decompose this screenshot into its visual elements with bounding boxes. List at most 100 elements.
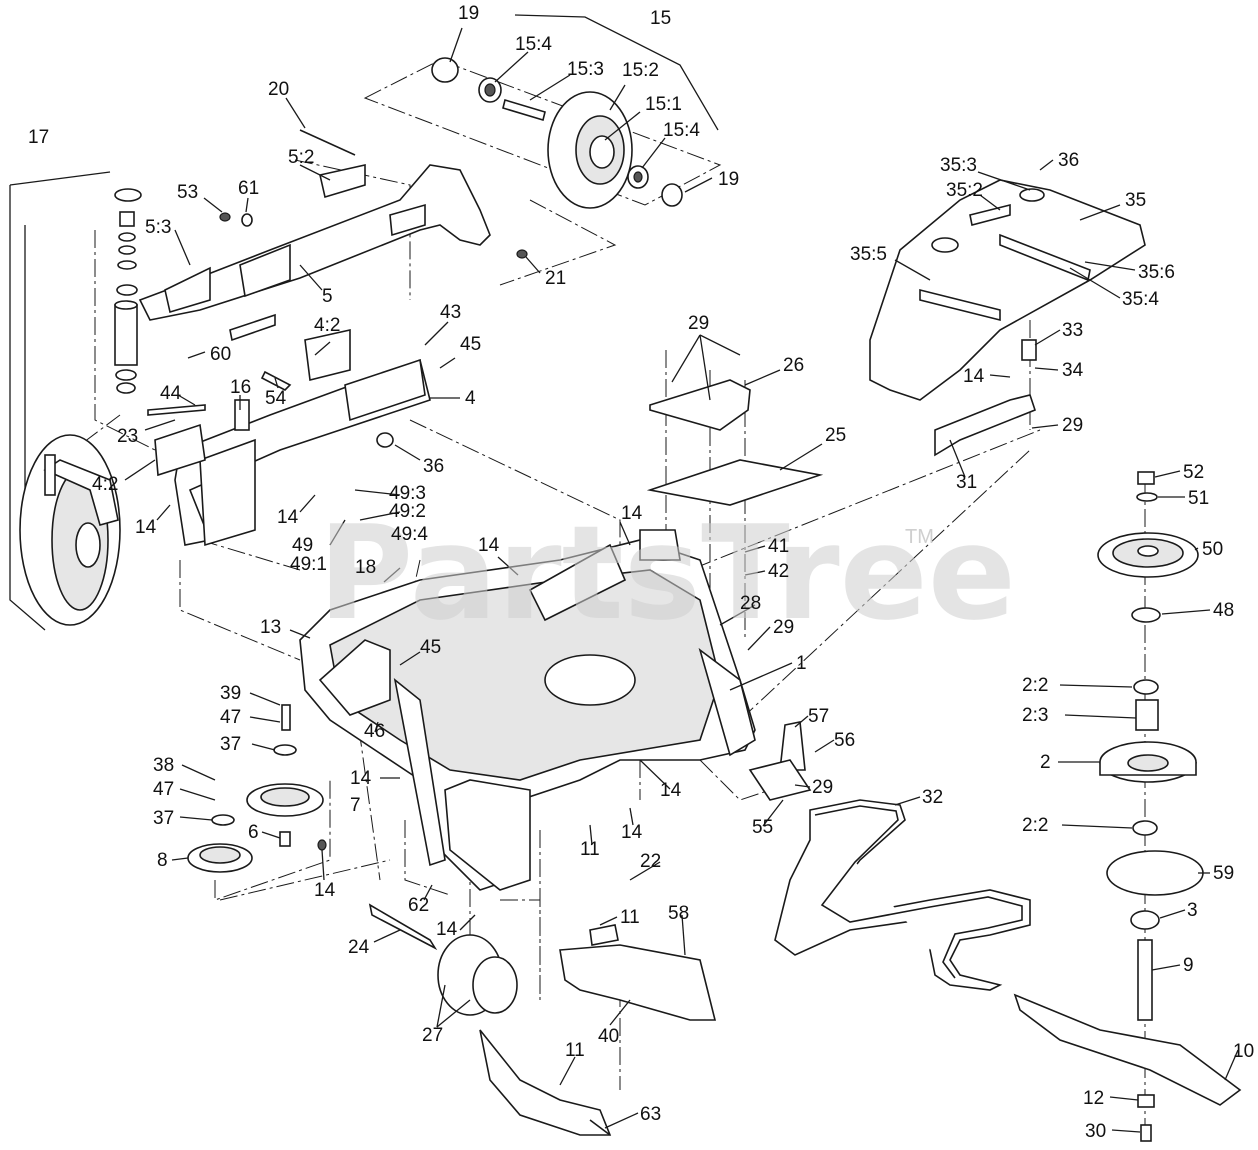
callout-58: 58 [668,903,689,924]
callout-56: 56 [834,730,855,751]
callout-2-3: 2:3 [1022,705,1048,726]
callout-48: 48 [1213,600,1234,621]
callout-24: 24 [348,937,370,958]
callout-61: 61 [238,178,259,199]
callout-14: 14 [135,517,157,538]
callout-49: 49 [292,535,313,556]
belt-cover [869,179,1146,457]
callout-14: 14 [314,880,336,901]
callout-41: 41 [768,536,789,557]
callout-25: 25 [825,425,846,446]
callout-47: 47 [153,779,174,800]
callout-40: 40 [598,1026,619,1047]
callout-1: 1 [796,653,807,674]
callout-49-3: 49:3 [389,483,426,504]
callout-22: 22 [640,851,661,872]
callout-2: 2 [1040,752,1051,773]
callout-14: 14 [963,366,985,387]
callout-35-4: 35:4 [1122,289,1159,310]
callout-15-1: 15:1 [645,94,682,115]
callout-20: 20 [268,79,289,100]
callout-18: 18 [355,557,376,578]
spindle-stack [1013,471,1242,1142]
callout-51: 51 [1188,488,1209,509]
callout-35-5: 35:5 [850,244,887,265]
height-adjust-arm [138,129,491,342]
callout-5-3: 5:3 [145,217,171,238]
callout-11: 11 [620,907,640,928]
callout-5-2: 5:2 [288,147,314,168]
callout-37: 37 [220,734,241,755]
callout-46: 46 [364,721,385,742]
callout-14: 14 [436,919,458,940]
callout-17: 17 [28,127,49,148]
callout-14: 14 [478,535,500,556]
callout-35: 35 [1125,190,1146,211]
callout-50: 50 [1202,539,1223,560]
callout-36: 36 [1058,150,1079,171]
callout-33: 33 [1062,320,1083,341]
callout-11: 11 [565,1040,585,1061]
callout-labels: 19 15 15:4 15:3 15:2 15:1 15:4 19 20 17 … [28,3,1254,1142]
side-bracket [147,329,431,547]
callout-5: 5 [322,286,333,307]
callout-14: 14 [277,507,299,528]
callout-45: 45 [460,334,481,355]
callout-36: 36 [423,456,444,477]
callout-7: 7 [350,795,361,816]
plate-parts [646,379,824,506]
callout-4: 4 [465,388,476,409]
callout-53: 53 [177,182,198,203]
callout-35-2: 35:2 [946,180,983,201]
callout-8: 8 [157,850,168,871]
callout-14: 14 [660,780,682,801]
watermark-trademark: TM [905,526,934,548]
callout-15-3: 15:3 [567,59,604,80]
callout-63: 63 [640,1104,661,1125]
callout-2-2: 2:2 [1022,675,1048,696]
callout-49-2: 49:2 [389,501,426,522]
callout-39: 39 [220,683,241,704]
callout-43: 43 [440,302,461,323]
callout-2-2: 2:2 [1022,815,1048,836]
callout-9: 9 [1183,955,1194,976]
callout-4-2: 4:2 [314,315,340,336]
callout-60: 60 [210,344,231,365]
callout-4-2: 4:2 [92,474,118,495]
callout-32: 32 [922,787,943,808]
callout-52: 52 [1183,462,1204,483]
watermark: PartsTree TM [318,497,1016,649]
callout-29: 29 [1062,415,1083,436]
callout-6: 6 [248,822,259,843]
callout-15: 15 [650,8,671,29]
callout-30: 30 [1085,1121,1106,1142]
caster-wheel-assembly [9,171,142,631]
small-brackets [589,721,812,946]
callout-38: 38 [153,755,174,776]
callout-47: 47 [220,707,241,728]
callout-15-4: 15:4 [515,34,552,55]
callout-29: 29 [688,313,709,334]
callout-49-4: 49:4 [391,524,428,545]
callout-29: 29 [812,777,833,798]
callout-54: 54 [265,388,287,409]
callout-14: 14 [621,822,643,843]
watermark-brand: PartsTree [318,497,1016,649]
callout-3: 3 [1187,900,1198,921]
callout-37: 37 [153,808,174,829]
assembly-guide-lines [59,59,1146,1140]
callout-19: 19 [458,3,479,24]
front-wheel-assembly [431,14,719,259]
callout-11: 11 [580,839,600,860]
drive-belt [774,799,1031,991]
callout-13: 13 [260,617,281,638]
roller-and-baffles [368,903,717,1136]
callout-62: 62 [408,895,429,916]
callout-42: 42 [768,561,789,582]
callout-29: 29 [773,617,794,638]
callout-28: 28 [740,593,761,614]
callout-15-2: 15:2 [622,60,659,81]
callout-59: 59 [1213,863,1234,884]
callout-16: 16 [230,377,251,398]
